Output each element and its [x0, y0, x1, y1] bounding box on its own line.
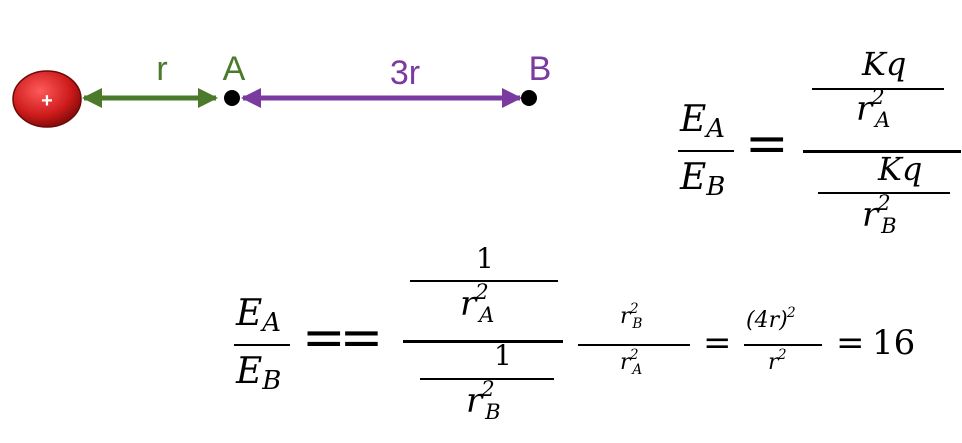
- eq2-equals-a: =: [703, 323, 732, 363]
- eq2-top-numerator: 1: [476, 242, 494, 275]
- eq2-result: 16: [872, 323, 916, 363]
- eq2-frac2-numerator: (4r)2: [746, 304, 796, 333]
- point-A: [224, 90, 240, 106]
- eq2-lhs-bar: [234, 344, 290, 346]
- eq1-bottom-numerator: Kq: [878, 150, 923, 188]
- eq2-frac2-denominator: r2: [768, 346, 787, 375]
- eq2-bottom-bar: [420, 378, 554, 380]
- eq2-lhs-numerator: EA: [236, 293, 281, 339]
- eq1-main-bar: [803, 150, 961, 153]
- eq1-top-numerator: Kq: [862, 45, 907, 83]
- eq2-ratio-denominator: r2A: [620, 346, 643, 378]
- eq2-bottom-denominator: r2B: [466, 376, 501, 425]
- eq2-bottom-numerator: 1: [494, 339, 512, 372]
- label-A: A: [223, 50, 246, 88]
- eq2-ratio-numerator: r2B: [620, 300, 643, 332]
- eq2-frac2-bar: [744, 344, 822, 346]
- positive-charge: [12, 70, 82, 128]
- eq2-equals: ==: [302, 308, 383, 368]
- label-r: r: [156, 50, 167, 88]
- eq2-main-bar: [403, 340, 563, 343]
- eq2-lhs-denominator: EB: [236, 351, 282, 397]
- eq1-lhs-bar: [678, 150, 734, 152]
- eq2-ratio-bar: [578, 344, 690, 346]
- eq1-equals: =: [745, 114, 789, 174]
- eq1-lhs-numerator: EA: [680, 99, 725, 145]
- label-B: B: [529, 50, 552, 88]
- eq1-lhs-denominator: EB: [680, 157, 726, 203]
- eq2-top-denominator: r2A: [460, 279, 495, 328]
- eq2-equals-b: =: [836, 323, 865, 363]
- charge-sign: +: [41, 90, 53, 112]
- label-3r: 3r: [390, 54, 420, 92]
- eq1-bottom-denominator: r2B: [862, 190, 897, 239]
- eq1-bottom-bar: [818, 192, 950, 194]
- eq2-top-bar: [410, 280, 558, 282]
- point-B: [521, 90, 537, 106]
- eq1-top-bar: [812, 88, 944, 90]
- eq1-top-denominator: r2A: [856, 84, 891, 133]
